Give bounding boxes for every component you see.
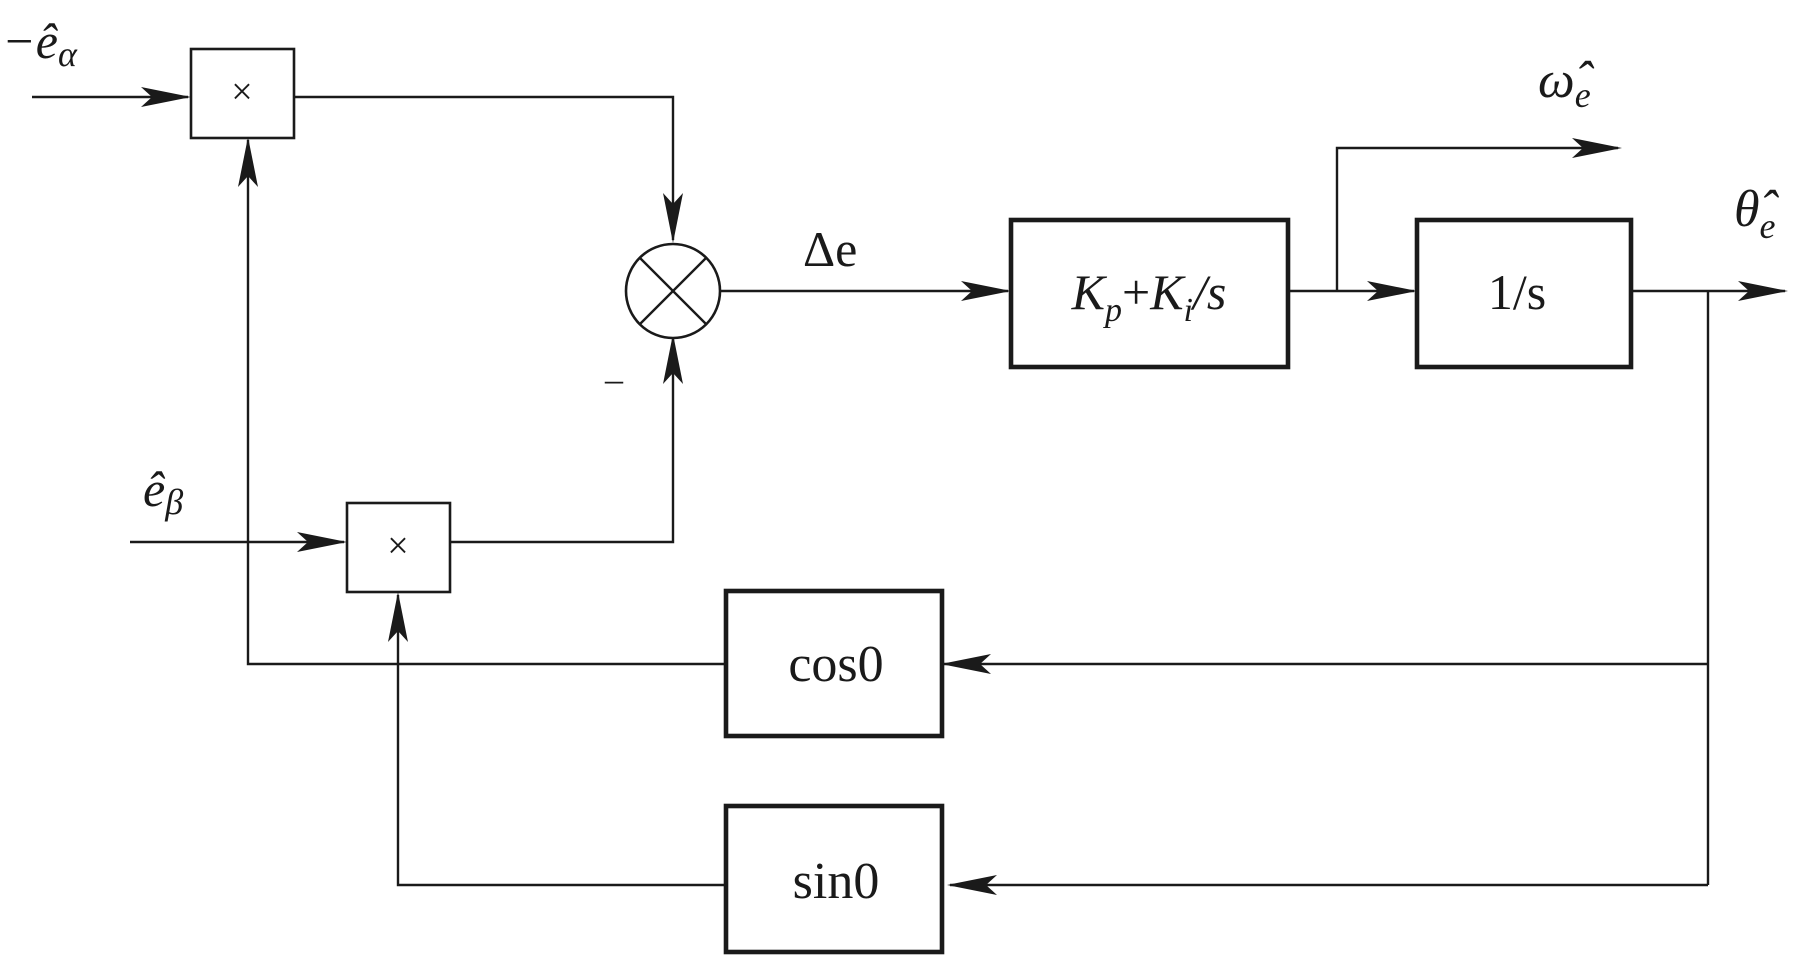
cos-block [723,588,945,739]
wire-mult-top-to-sum [294,95,675,240]
arrowhead-e-alpha [141,87,191,107]
omega-label: ω̂e [1538,52,1595,115]
e-alpha-symbol: −ê [2,13,59,69]
cos-block-label: cos0 [788,636,883,693]
sin-block-label: sin0 [793,853,880,910]
multiplier-bottom-symbol: × [387,525,408,567]
arrowhead-sin-input [947,875,997,895]
pi-controller-block [1008,217,1291,370]
arrowhead-omega-output [1572,138,1622,158]
omega-subscript: e [1575,75,1591,115]
arrowhead-theta-output [1738,281,1788,301]
pi-p: p [1103,292,1122,329]
pi-controller-label: Kp+Ki/s [1071,264,1227,329]
minus-sign: – [604,359,624,399]
integrator-label: 1/s [1488,264,1546,320]
arrowhead-integrator-input [1367,281,1417,301]
arrowhead-mult-top-input [238,137,258,187]
arrowhead-pi-input [961,281,1011,301]
e-beta-subscript: β [164,482,183,522]
wire-mult-bottom-to-sum [450,337,675,544]
integrator-block [1414,217,1634,370]
theta-label: θ̂e [1734,181,1780,246]
e-alpha-subscript: α [58,34,78,74]
pi-tail: /s [1190,264,1226,320]
pi-i: i [1184,292,1193,329]
e-beta-label: êβ [143,461,183,522]
pi-plus: + [1122,264,1150,320]
pi-k1: K [1071,264,1108,320]
wire-sin-to-mult-bottom [396,595,726,887]
sin-block [723,803,945,955]
arrowhead-sum-top [663,193,683,243]
e-beta-symbol: ê [143,461,166,517]
delta-e-label: Δe [803,221,857,277]
theta-subscript: e [1760,206,1776,246]
arrowhead-cos-input [941,654,991,674]
e-alpha-label: −êα [2,13,78,74]
wire-cos-to-mult-top [246,140,726,666]
wire-omega-branch [1335,146,1618,291]
multiplier-top [189,47,296,140]
multiplier-top-symbol: × [231,71,252,113]
pi-k2: K [1149,264,1186,320]
arrowhead-mult-bottom-input [388,592,408,642]
arrowhead-sum-bottom [663,334,683,384]
summing-junction [624,242,722,340]
arrowhead-e-beta [297,532,347,552]
multiplier-bottom [345,501,452,594]
